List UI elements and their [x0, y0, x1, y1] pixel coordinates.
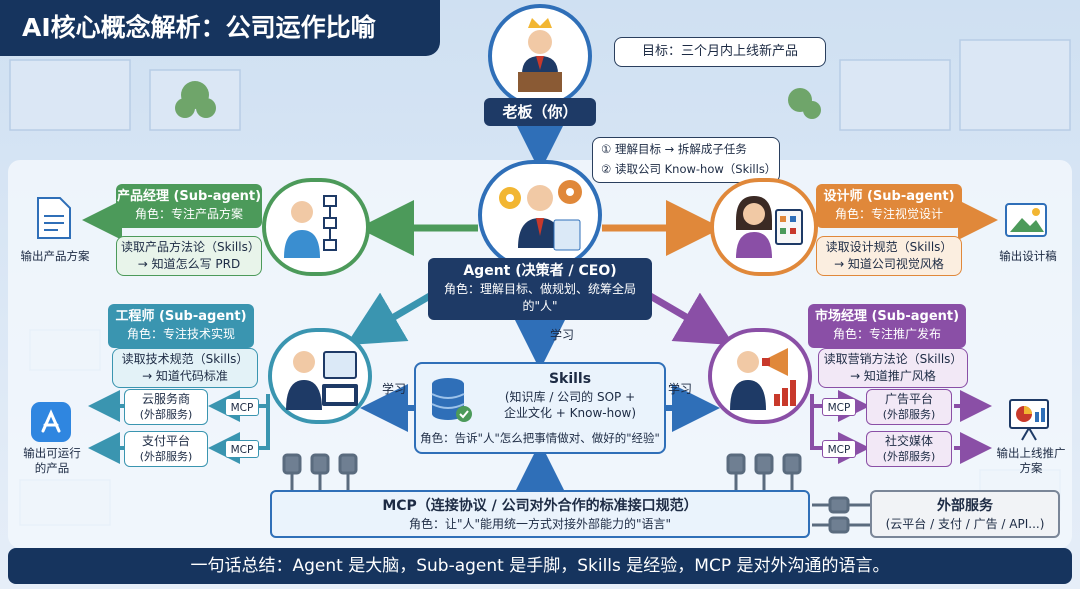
marketer-avatar: [708, 328, 812, 424]
pm-skill: 读取产品方法论（Skills） → 知道怎么写 PRD: [116, 236, 262, 276]
designer-skill: 读取设计规范（Skills） → 知道公司视觉风格: [816, 236, 962, 276]
designer-skill-line1: 读取设计规范（Skills）: [821, 239, 957, 256]
marketer-icon: [712, 332, 808, 420]
engineer-output-line2: 的产品: [14, 461, 90, 476]
designer-card: 设计师 (Sub-agent) 角色：专注视觉设计: [816, 184, 962, 228]
engineer-role: 角色：专注技术实现: [108, 326, 254, 343]
engineer-icon: [272, 332, 368, 420]
agent-icon: [482, 164, 598, 266]
engineer-skill-line2: → 知道代码标准: [117, 368, 253, 385]
engineer-skill-line1: 读取技术规范（Skills）: [117, 351, 253, 368]
pm-skill-line2: → 知道怎么写 PRD: [121, 256, 257, 273]
engineer-skill: 读取技术规范（Skills） → 知道代码标准: [112, 348, 258, 388]
marketer-mcp-tag-2: MCP: [822, 440, 856, 458]
pm-card: 产品经理 (Sub-agent) 角色：专注产品方案: [116, 184, 262, 228]
pm-output-label: 输出产品方案: [14, 249, 96, 264]
agent-role-line2: 的"人": [428, 298, 652, 315]
boss-avatar: [488, 4, 592, 108]
skills-title: Skills: [480, 370, 660, 389]
engineer-service-payment: 支付平台 (外部服务): [124, 431, 208, 467]
agent-title: Agent (决策者 / CEO): [428, 262, 652, 281]
mcp-role: 角色：让"人"能用统一方式对接外部能力的"语言": [272, 516, 808, 533]
engineer-service-payment-line1: 支付平台: [125, 433, 207, 449]
marketer-skill: 读取营销方法论（Skills） → 知道推广风格: [818, 348, 968, 388]
pm-output-icon: [36, 196, 72, 244]
agent-card: Agent (决策者 / CEO) 角色：理解目标、做规划、统筹全局 的"人": [428, 258, 652, 320]
boss-icon: [492, 8, 588, 104]
marketer-service-social: 社交媒体 (外部服务): [866, 431, 952, 467]
marketer-card: 市场经理 (Sub-agent) 角色：专注推广发布: [808, 304, 966, 348]
marketer-service-social-line1: 社交媒体: [867, 433, 951, 449]
engineer-output-line1: 输出可运行: [14, 446, 90, 461]
designer-skill-line2: → 知道公司视觉风格: [821, 256, 957, 273]
external-services-subtitle: (云平台 / 支付 / 广告 / API...): [872, 516, 1058, 533]
summary-banner: 一句话总结：Agent 是大脑，Sub-agent 是手脚，Skills 是经验…: [8, 548, 1072, 584]
skills-role: 角色：告诉"人"怎么把事情做对、做好的"经验": [418, 430, 662, 446]
engineer-service-cloud-line1: 云服务商: [125, 391, 207, 407]
marketer-service-ads: 广告平台 (外部服务): [866, 389, 952, 425]
marketer-service-ads-line1: 广告平台: [867, 391, 951, 407]
presentation-board-icon: [1008, 398, 1050, 446]
designer-role: 角色：专注视觉设计: [816, 206, 962, 223]
agent-steps: ① 理解目标 → 拆解成子任务 ② 读取公司 Know-how（Skills）: [592, 137, 780, 183]
app-store-icon: [30, 401, 72, 447]
engineer-title: 工程师 (Sub-agent): [108, 307, 254, 326]
pm-icon: [266, 182, 366, 272]
boss-label: 老板（你）: [484, 98, 596, 126]
mcp-card: MCP（连接协议 / 公司对外合作的标准接口规范） 角色：让"人"能用统一方式对…: [270, 490, 810, 538]
designer-output-icon: [1004, 202, 1048, 242]
boss-goal-bubble: 目标：三个月内上线新产品: [614, 37, 826, 67]
agent-step-2: ② 读取公司 Know-how（Skills）: [601, 161, 771, 177]
pm-title: 产品经理 (Sub-agent): [116, 187, 262, 206]
marketer-mcp-tag-1: MCP: [822, 398, 856, 416]
marketer-service-ads-line2: (外部服务): [867, 407, 951, 422]
agent-step-1: ① 理解目标 → 拆解成子任务: [601, 141, 771, 157]
engineer-mcp-tag-2: MCP: [225, 440, 259, 458]
engineer-card: 工程师 (Sub-agent) 角色：专注技术实现: [108, 304, 254, 348]
skills-line1: (知识库 / 公司的 SOP +: [480, 389, 660, 405]
marketer-title: 市场经理 (Sub-agent): [808, 307, 966, 326]
page-title: AI核心概念解析：公司运作比喻: [0, 0, 440, 56]
marketer-output-line1: 输出上线推广: [988, 446, 1074, 461]
pm-role: 角色：专注产品方案: [116, 206, 262, 223]
marketer-service-social-line2: (外部服务): [867, 449, 951, 464]
external-services-title: 外部服务: [872, 496, 1058, 516]
engineer-service-cloud: 云服务商 (外部服务): [124, 389, 208, 425]
engineer-service-payment-line2: (外部服务): [125, 449, 207, 464]
mcp-title: MCP（连接协议 / 公司对外合作的标准接口规范）: [272, 496, 808, 516]
marketer-skill-line2: → 知道推广风格: [823, 368, 963, 385]
external-services-card: 外部服务 (云平台 / 支付 / 广告 / API...): [870, 490, 1060, 538]
marketer-role: 角色：专注推广发布: [808, 326, 966, 343]
skills-card: Skills (知识库 / 公司的 SOP + 企业文化 + Know-how)…: [414, 362, 666, 454]
agent-role-line1: 角色：理解目标、做规划、统筹全局: [428, 281, 652, 298]
skills-line2: 企业文化 + Know-how): [480, 405, 660, 421]
learn-label-left: 学习: [382, 380, 406, 397]
marketer-skill-line1: 读取营销方法论（Skills）: [823, 351, 963, 368]
pm-skill-line1: 读取产品方法论（Skills）: [121, 239, 257, 256]
engineer-avatar: [268, 328, 372, 424]
pm-avatar: [262, 178, 370, 276]
engineer-mcp-tag-1: MCP: [225, 398, 259, 416]
designer-output-label: 输出设计稿: [990, 249, 1066, 264]
designer-avatar: [710, 178, 818, 276]
agent-avatar: [478, 160, 602, 270]
learn-label-top: 学习: [550, 326, 574, 343]
designer-icon: [714, 182, 814, 272]
learn-label-right: 学习: [668, 380, 692, 397]
marketer-output-line2: 方案: [988, 461, 1074, 476]
database-icon: [428, 376, 474, 430]
engineer-service-cloud-line2: (外部服务): [125, 407, 207, 422]
designer-title: 设计师 (Sub-agent): [816, 187, 962, 206]
